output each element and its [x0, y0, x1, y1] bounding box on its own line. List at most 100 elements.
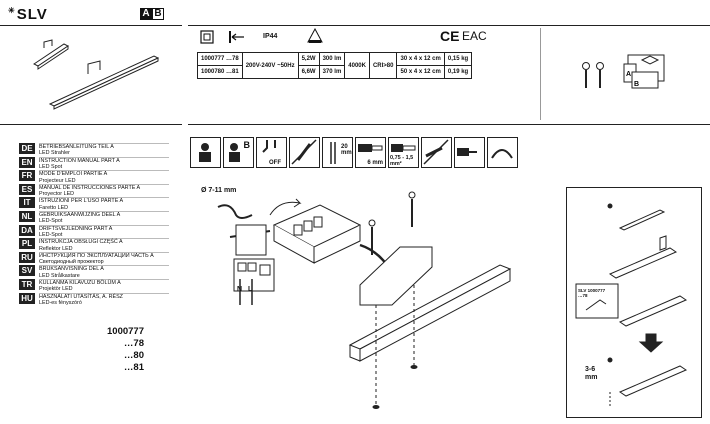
- part-indicator: A B: [140, 8, 164, 20]
- power: 6,6W: [297, 65, 320, 79]
- lang-title: GEBRUIKSAANWIJZING DEEL A: [39, 211, 121, 218]
- model-number: …81: [123, 362, 144, 373]
- lang-subtitle: LED Spot: [39, 164, 63, 170]
- slv-logo: ✳SLV: [8, 6, 48, 23]
- product-lamp-image: [33, 39, 160, 110]
- model-number: …80: [123, 350, 144, 361]
- lang-title: INSTRUCTION MANUAL PART A: [39, 157, 120, 164]
- no-solder-icon: [421, 137, 452, 168]
- model-code: 1000780 …81: [197, 65, 243, 79]
- lang-code: DE: [19, 143, 35, 154]
- color-temp: 4000K: [344, 52, 370, 79]
- neutral-label: N: [237, 286, 243, 293]
- lang-subtitle: Projektör LED: [39, 286, 73, 293]
- gap-label: 3-6 mm: [585, 366, 598, 381]
- min-distance-icon: [229, 31, 244, 43]
- voltage: 200V-240V ~50Hz: [241, 52, 299, 79]
- logo-text: SLV: [16, 6, 48, 23]
- power-off-icon: OFF: [256, 137, 287, 168]
- lang-title: BRUKSANVISNING DEL A: [39, 266, 104, 273]
- lang-code: SV: [19, 265, 35, 277]
- lumen: 370 lm: [318, 65, 346, 79]
- lang-title: KULLANMA KILAVUZU BÖLÜM A: [39, 279, 121, 286]
- dimensions: 50 x 4 x 12 cm: [396, 65, 445, 79]
- cable-diameter-label: Ø 7-11 mm: [201, 187, 237, 194]
- spec-table: 1000777 …78 200V-240V ~50Hz 5,2W 300 lm …: [197, 52, 473, 79]
- screws-icon: [582, 62, 604, 88]
- ip-rating: IP44: [263, 33, 278, 40]
- ce-mark: CE: [440, 28, 460, 44]
- mounting-steps-diagram: [575, 203, 688, 406]
- lang-code: PL: [19, 238, 35, 250]
- model-code: 1000777 …78: [197, 52, 243, 66]
- mounting-steps-panel: [566, 187, 702, 418]
- lang-title: DRIFTSVEJLEDNING PART A: [39, 225, 113, 232]
- model-list: 1000777 …78 …80 …81: [84, 326, 144, 374]
- lang-title: MANUAL DE INSTRUCCIONES PARTE A: [39, 184, 141, 191]
- lang-subtitle: Projecteur LED: [39, 177, 76, 184]
- table-row: 1000780 …81 6,6W 370 lm 50 x 4 x 12 cm 0…: [197, 65, 473, 79]
- slv-product-label: SLV 1000777 …78: [578, 288, 606, 298]
- divider: [0, 124, 182, 125]
- icon-label: 20 mm: [341, 144, 352, 156]
- weight: 0,15 kg: [443, 52, 473, 66]
- svg-text:A: A: [626, 71, 631, 78]
- eac-mark: EAC: [462, 29, 487, 43]
- icon-label: OFF: [269, 160, 281, 166]
- table-row: 1000777 …78 200V-240V ~50Hz 5,2W 300 lm …: [197, 52, 473, 79]
- icon-label: B: [243, 140, 251, 150]
- divider: [188, 124, 710, 125]
- lang-title: ISTRUZIONI PER L'USO PARTE A: [39, 198, 124, 205]
- strip-length-icon: 6 mm: [355, 137, 386, 168]
- svg-text:B: B: [634, 81, 639, 88]
- lang-title: HASZNÁLATI UTASÍTÁS, A. RÉSZ: [39, 293, 123, 300]
- energy-label-icon: [307, 28, 323, 43]
- lang-code: RU: [19, 251, 35, 263]
- part-a: A: [140, 8, 152, 20]
- logo-mark-icon: ✳: [8, 6, 16, 15]
- lang-subtitle: LED Strahler: [39, 150, 70, 157]
- lang-subtitle: LED-Spot: [39, 218, 63, 225]
- cable-bend-icon: [487, 137, 518, 168]
- instruction-icon-row: B OFF 20 mm 6 mm 0,75 - 1,5 mm²: [190, 137, 518, 168]
- lang-code: EN: [19, 156, 35, 168]
- lumen: 300 lm: [318, 52, 346, 66]
- dimensions: 30 x 4 x 12 cm: [396, 52, 445, 66]
- power: 5,2W: [297, 52, 320, 66]
- read-manual-icon: B: [223, 137, 254, 168]
- weight: 0,19 kg: [443, 65, 473, 79]
- lang-title: BETRIEBSANLEITUNG TEIL A: [39, 144, 114, 150]
- part-b: B: [152, 8, 164, 20]
- lang-subtitle: Proyector LED: [39, 191, 75, 198]
- lang-title: MODE D'EMPLOI PARTIE A: [39, 171, 108, 178]
- cri: CRI>80: [368, 52, 398, 79]
- wire-section-icon: 0,75 - 1,5 mm²: [388, 137, 419, 168]
- divider: [540, 28, 541, 120]
- icon-label: 6 mm: [367, 160, 383, 166]
- lang-subtitle: Reflektor LED: [39, 245, 73, 252]
- electrician-icon: [190, 137, 221, 168]
- divider: [0, 25, 182, 26]
- wire-length-icon: 20 mm: [322, 137, 353, 168]
- lang-subtitle: Faretto LED: [39, 204, 69, 211]
- lang-title: ИНСТРУКЦИЯ ПО ЭКСПЛУАТАЦИИ ЧАСТЬ А: [39, 252, 154, 259]
- lang-code: TR: [19, 278, 35, 290]
- model-number: …78: [123, 338, 144, 349]
- divider: [188, 25, 710, 26]
- icon-label: 0,75 - 1,5 mm²: [390, 155, 414, 167]
- lang-code: FR: [19, 170, 35, 182]
- model-number: 1000777: [107, 326, 144, 337]
